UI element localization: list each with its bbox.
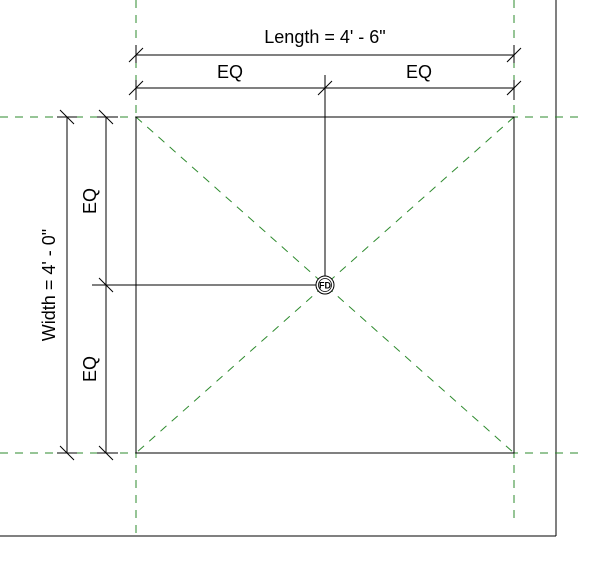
reference-planes bbox=[0, 0, 583, 540]
eq-dimension-horizontal[interactable]: EQ EQ bbox=[128, 62, 522, 100]
length-dimension[interactable]: Length = 4' - 6" bbox=[128, 27, 522, 63]
eq-label-top-left[interactable]: EQ bbox=[217, 62, 243, 82]
width-dimension[interactable]: Width = 4' - 0" bbox=[39, 109, 77, 461]
reference-plane-diagonal-2[interactable] bbox=[135, 116, 515, 454]
reference-plane-diagonal-1[interactable] bbox=[135, 116, 515, 454]
eq-label-left-top[interactable]: EQ bbox=[80, 188, 100, 214]
center-lines bbox=[92, 75, 326, 286]
length-dimension-label[interactable]: Length = 4' - 6" bbox=[264, 27, 385, 47]
floor-drain-tag-label: FD bbox=[319, 281, 331, 291]
eq-label-top-right[interactable]: EQ bbox=[406, 62, 432, 82]
view-boundary bbox=[0, 0, 557, 537]
eq-dimension-vertical[interactable]: EQ EQ bbox=[80, 109, 118, 461]
eq-label-left-bottom[interactable]: EQ bbox=[80, 356, 100, 382]
width-dimension-label[interactable]: Width = 4' - 0" bbox=[39, 229, 59, 341]
floor-drain-tag[interactable]: FD bbox=[315, 275, 335, 295]
